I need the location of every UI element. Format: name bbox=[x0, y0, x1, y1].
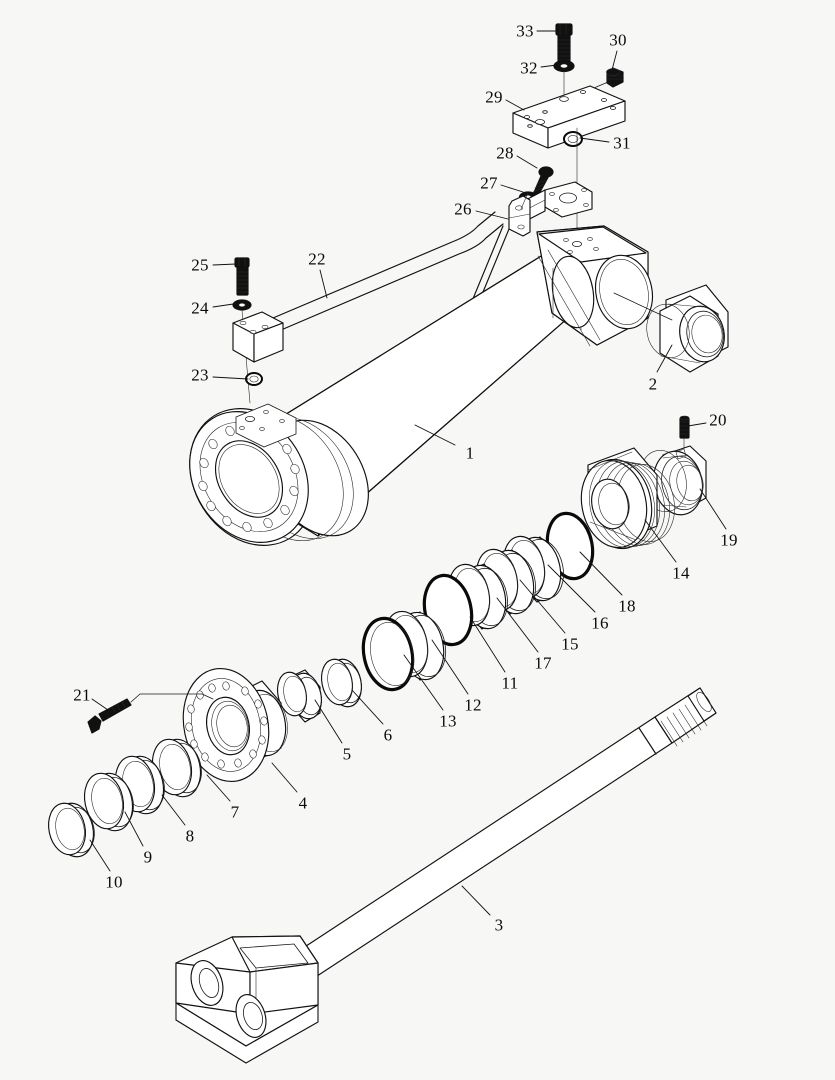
leader-line-17 bbox=[496, 597, 539, 653]
leader-line-20 bbox=[687, 422, 707, 427]
callout-25: 25 bbox=[191, 255, 209, 275]
port-block bbox=[232, 311, 284, 363]
callout-6: 6 bbox=[383, 725, 393, 745]
part-26-tube-clamp-block bbox=[508, 181, 593, 237]
callout-23: 23 bbox=[191, 365, 209, 385]
callout-5: 5 bbox=[342, 744, 352, 764]
part-22-hydraulic-tube-line bbox=[272, 211, 510, 331]
callout-13: 13 bbox=[439, 711, 457, 731]
callout-14: 14 bbox=[672, 563, 690, 583]
leader-line-3 bbox=[461, 885, 491, 916]
part-19-piston-nut bbox=[639, 445, 707, 516]
callout-7: 7 bbox=[230, 802, 240, 822]
callout-18: 18 bbox=[618, 596, 636, 616]
callout-4: 4 bbox=[298, 793, 308, 813]
callout-31: 31 bbox=[613, 133, 631, 153]
gland-bolt-leader bbox=[130, 693, 214, 703]
callout-2: 2 bbox=[648, 374, 658, 394]
callout-9: 9 bbox=[143, 847, 153, 867]
leader-line-16 bbox=[547, 564, 596, 613]
leader-line-8 bbox=[161, 794, 186, 826]
part-31-o-ring-manifold bbox=[563, 131, 583, 147]
leader-line-13 bbox=[403, 654, 444, 711]
callout-29: 29 bbox=[485, 87, 503, 107]
leader-line-32 bbox=[540, 64, 558, 68]
callout-27: 27 bbox=[480, 173, 498, 193]
part-21-gland-bolt bbox=[87, 693, 214, 734]
part-29-manifold-block bbox=[512, 85, 626, 149]
leader-line-6 bbox=[351, 689, 384, 725]
part-33-bolt-manifold bbox=[555, 23, 573, 68]
leader-line-22 bbox=[319, 269, 328, 299]
part-9-wiper-ring bbox=[83, 772, 134, 832]
part-13-o-ring-large bbox=[361, 616, 415, 692]
leader-line-28 bbox=[516, 155, 538, 169]
leader-line-26 bbox=[475, 210, 509, 220]
callout-24: 24 bbox=[191, 298, 209, 318]
part-28-bolt-fitting bbox=[531, 166, 554, 198]
callout-12: 12 bbox=[464, 695, 482, 715]
leader-line-25 bbox=[212, 263, 237, 266]
callout-10: 10 bbox=[105, 872, 123, 892]
callout-11: 11 bbox=[501, 673, 519, 693]
callout-22: 22 bbox=[308, 249, 326, 269]
leader-line-30 bbox=[611, 50, 618, 71]
leader-line-19 bbox=[699, 488, 727, 530]
callout-19: 19 bbox=[720, 530, 738, 550]
leader-line-5 bbox=[314, 699, 343, 744]
callout-16: 16 bbox=[591, 613, 609, 633]
part-2-bushing bbox=[646, 284, 729, 373]
part-24-washer-port bbox=[232, 299, 252, 311]
part-5-spacer-ring bbox=[276, 669, 323, 723]
leader-line-7 bbox=[206, 774, 231, 802]
part-1-cylinder-tube-assembly bbox=[189, 225, 654, 546]
part-4-cylinder-head-gland bbox=[182, 667, 288, 783]
leader-line-10 bbox=[89, 839, 111, 872]
leader-line-21 bbox=[91, 698, 109, 711]
leader-line-23 bbox=[212, 376, 249, 380]
leader-line-12 bbox=[431, 639, 469, 695]
callout-32: 32 bbox=[520, 58, 538, 78]
leader-line-15 bbox=[519, 579, 566, 634]
leader-line-9 bbox=[124, 811, 144, 847]
part-10-dust-seal bbox=[48, 802, 95, 858]
leader-line-1 bbox=[414, 424, 456, 446]
leader-line-4 bbox=[271, 762, 298, 793]
gland-bolt-holes bbox=[185, 681, 268, 769]
leader-line-27 bbox=[500, 184, 524, 193]
callout-17: 17 bbox=[534, 653, 552, 673]
callout-21: 21 bbox=[73, 685, 91, 705]
part-6-backup-ring bbox=[320, 658, 363, 708]
part-32-washer-manifold bbox=[553, 59, 575, 73]
bushing-seat-line bbox=[613, 292, 673, 321]
callout-leader-lines bbox=[89, 30, 727, 916]
callout-30: 30 bbox=[609, 30, 627, 50]
cylinder-head-flange bbox=[189, 403, 369, 546]
leader-line-24 bbox=[212, 302, 241, 308]
leader-line-18 bbox=[579, 551, 623, 596]
callout-33: 33 bbox=[516, 21, 534, 41]
callout-15: 15 bbox=[561, 634, 579, 654]
callout-1: 1 bbox=[465, 443, 475, 463]
callout-8: 8 bbox=[185, 826, 195, 846]
leader-line-31 bbox=[579, 137, 610, 143]
part-30-plug bbox=[606, 67, 624, 88]
part-25-bolt-port bbox=[234, 257, 250, 296]
leader-line-29 bbox=[505, 99, 525, 111]
callout-26: 26 bbox=[454, 199, 472, 219]
leader-line-14 bbox=[644, 519, 677, 563]
callout-28: 28 bbox=[496, 143, 514, 163]
part-14-piston bbox=[580, 447, 675, 550]
callout-3: 3 bbox=[494, 915, 504, 935]
part-3-piston-rod bbox=[175, 687, 717, 1064]
rod-clevis-end bbox=[175, 935, 319, 1064]
leader-line-2 bbox=[656, 344, 673, 373]
callout-20: 20 bbox=[709, 410, 727, 430]
leader-line-11 bbox=[469, 616, 506, 673]
